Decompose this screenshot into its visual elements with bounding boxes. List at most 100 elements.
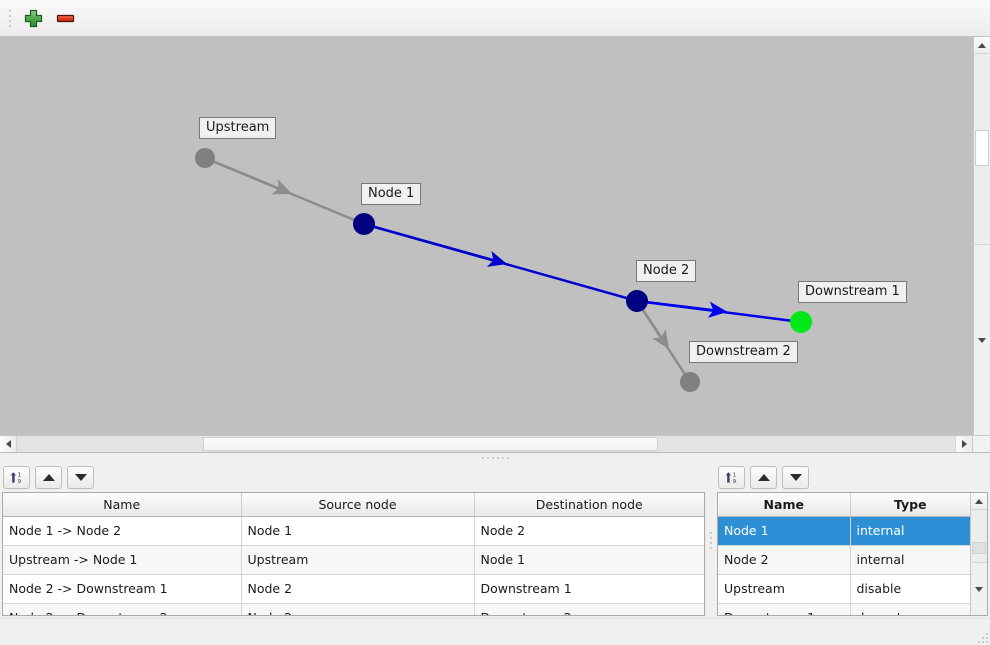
- cell-type: disable: [850, 574, 970, 604]
- nodes-toolbar: 1 9: [715, 463, 990, 489]
- edge-node2-downstream1-arrowhead: [636, 299, 728, 318]
- vertical-splitter[interactable]: [707, 463, 715, 618]
- cell-destination: Node 1: [474, 545, 704, 575]
- chevron-right-icon: [961, 440, 967, 448]
- links-column-header-destination[interactable]: Destination node: [474, 493, 704, 517]
- nodes-vscroll-track[interactable]: [971, 510, 987, 562]
- svg-text:9: 9: [733, 479, 737, 485]
- nodes-move-down-button[interactable]: [782, 465, 809, 489]
- cell-name: Node 1 -> Node 2: [3, 516, 242, 546]
- cell-destination: Node 2: [474, 516, 704, 546]
- cell-name: Upstream -> Node 1: [3, 545, 242, 575]
- triangle-up-icon: [757, 473, 770, 481]
- links-move-up-button[interactable]: [35, 465, 62, 489]
- graph-vscroll-track[interactable]: [974, 54, 990, 244]
- nodes-sort-button[interactable]: 1 9: [718, 465, 745, 489]
- scroll-up-button[interactable]: [971, 493, 987, 510]
- chevron-up-icon: [978, 42, 986, 48]
- svg-text:1: 1: [733, 472, 736, 478]
- table-row[interactable]: Node 1 internal: [718, 516, 970, 546]
- scroll-left-button[interactable]: [0, 436, 17, 452]
- nodes-table-vertical-scrollbar[interactable]: [970, 493, 987, 615]
- graph-vertical-scrollbar[interactable]: [973, 37, 990, 435]
- graph-canvas[interactable]: Upstream Node 1 Node 2 Downstream 1 Down…: [0, 37, 973, 435]
- links-move-down-button[interactable]: [67, 465, 94, 489]
- links-panel: 1 9 Name: [0, 463, 707, 618]
- cell-source: Node 2: [241, 603, 475, 615]
- toolbar-drag-handle[interactable]: [5, 7, 14, 29]
- links-table: Name Source node Destination node Node 1…: [3, 493, 704, 615]
- cell-destination: Downstream 2: [474, 603, 704, 615]
- table-row[interactable]: Upstream -> Node 1 Upstream Node 1: [3, 545, 704, 575]
- graph-pane: Upstream Node 1 Node 2 Downstream 1 Down…: [0, 37, 990, 435]
- links-column-header-name[interactable]: Name: [3, 493, 242, 517]
- cell-destination: Downstream 1: [474, 574, 704, 604]
- nodes-table-scrollarea[interactable]: Name Type Node 1 internal Node 2 i: [718, 493, 970, 615]
- table-row[interactable]: Node 1 -> Node 2 Node 1 Node 2: [3, 516, 704, 546]
- svg-text:1: 1: [18, 472, 21, 478]
- table-row[interactable]: Node 2 -> Downstream 2 Node 2 Downstream…: [3, 603, 704, 615]
- nodes-table-header-row: Name Type: [718, 493, 970, 517]
- scroll-down-button[interactable]: [971, 562, 987, 615]
- triangle-down-icon: [74, 473, 87, 481]
- nodes-move-up-button[interactable]: [750, 465, 777, 489]
- nodes-column-header-name[interactable]: Name: [718, 493, 851, 517]
- node-label-downstream1[interactable]: Downstream 1: [798, 281, 907, 303]
- triangle-down-icon: [789, 473, 802, 481]
- cell-name: Node 2 -> Downstream 1: [3, 574, 242, 604]
- links-table-scrollarea[interactable]: Name Source node Destination node Node 1…: [3, 493, 704, 615]
- nodes-table: Name Type Node 1 internal Node 2 i: [718, 493, 970, 615]
- cell-source: Node 1: [241, 516, 475, 546]
- node-node2: [626, 290, 648, 312]
- node-downstream2: [680, 372, 700, 392]
- node-node1: [353, 213, 375, 235]
- bottom-pane: 1 9 Name: [0, 463, 990, 618]
- node-label-downstream2[interactable]: Downstream 2: [689, 341, 798, 363]
- cell-name: Node 2: [718, 545, 851, 575]
- links-column-header-source[interactable]: Source node: [241, 493, 475, 517]
- links-toolbar: 1 9: [0, 463, 707, 489]
- graph-hscroll-track[interactable]: [17, 436, 955, 452]
- cell-name: Downstream 1: [718, 603, 851, 615]
- cell-type: downstream: [850, 603, 970, 615]
- cell-type: internal: [850, 516, 970, 546]
- remove-node-button[interactable]: [49, 3, 81, 33]
- nodes-vscroll-thumb[interactable]: [972, 542, 986, 555]
- sort-ascending-icon: 1 9: [10, 471, 22, 485]
- minus-icon: [56, 14, 74, 22]
- nodes-column-header-type[interactable]: Type: [850, 493, 970, 517]
- table-row[interactable]: Node 2 internal: [718, 545, 970, 575]
- links-table-container: Name Source node Destination node Node 1…: [2, 492, 705, 616]
- node-label-node1[interactable]: Node 1: [361, 183, 422, 205]
- cell-name: Node 2 -> Downstream 2: [3, 603, 242, 615]
- graph-hscroll-thumb[interactable]: [203, 437, 658, 451]
- graph-nodes: [195, 148, 812, 392]
- svg-text:9: 9: [18, 479, 22, 485]
- window-resize-grip[interactable]: [976, 631, 988, 643]
- scroll-up-button[interactable]: [974, 37, 990, 54]
- table-row[interactable]: Downstream 1 downstream: [718, 603, 970, 615]
- table-row[interactable]: Upstream disable: [718, 574, 970, 604]
- node-label-upstream[interactable]: Upstream: [199, 117, 277, 139]
- graph-vscroll-thumb[interactable]: [975, 130, 989, 167]
- node-label-node2[interactable]: Node 2: [636, 260, 697, 282]
- horizontal-splitter[interactable]: [0, 452, 990, 463]
- node-upstream: [195, 148, 215, 168]
- graph-horizontal-scrollbar[interactable]: [0, 435, 990, 452]
- graph-svg: [195, 148, 812, 392]
- triangle-up-icon: [42, 473, 55, 481]
- nodes-table-container: Name Type Node 1 internal Node 2 i: [717, 492, 988, 616]
- table-row[interactable]: Node 2 -> Downstream 1 Node 2 Downstream…: [3, 574, 704, 604]
- scroll-right-button[interactable]: [955, 436, 972, 452]
- main-toolbar: [0, 0, 990, 37]
- add-node-button[interactable]: [17, 3, 49, 33]
- edge-upstream-node1-arrowhead: [204, 156, 292, 195]
- sort-ascending-icon: 1 9: [725, 471, 737, 485]
- cell-source: Node 2: [241, 574, 475, 604]
- edge-node1-node2-arrowhead: [363, 222, 508, 267]
- cell-source: Upstream: [241, 545, 475, 575]
- links-sort-button[interactable]: 1 9: [3, 465, 30, 489]
- scroll-down-button[interactable]: [974, 244, 990, 435]
- links-table-header-row: Name Source node Destination node: [3, 493, 704, 517]
